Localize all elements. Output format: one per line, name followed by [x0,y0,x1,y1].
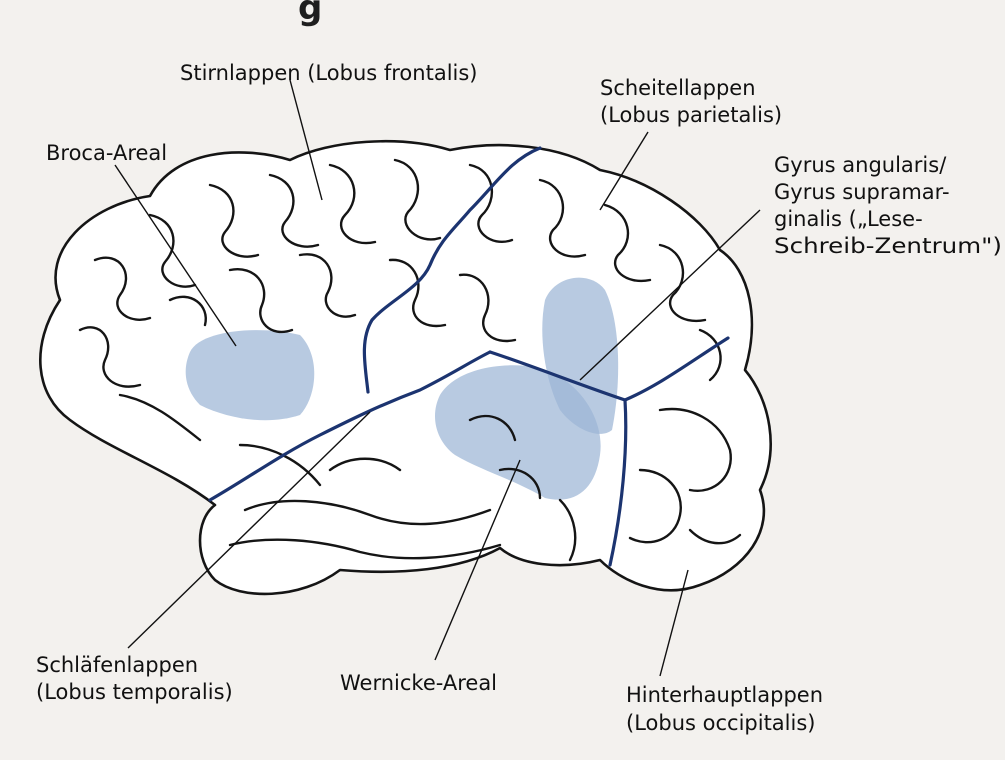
label-wernicke: Wernicke-Areal [340,671,497,695]
label-gyrus-line4: Schreib-Zentrum") [774,234,1002,258]
label-temporal-line1: Schläfenlappen [36,653,198,677]
label-temporal-line2: (Lobus temporalis) [36,680,233,704]
label-parietal-line2: (Lobus parietalis) [600,103,782,127]
label-gyrus-line2: Gyrus supramar- [774,180,950,204]
label-gyrus-line1: Gyrus angularis/ [774,153,947,177]
broca-area-highlight [186,330,315,420]
brain-outline [40,141,770,594]
label-occipital-line2: (Lobus occipitalis) [626,711,815,735]
label-frontal: Stirnlappen (Lobus frontalis) [180,61,478,85]
label-occipital-line1: Hinterhauptlappen [626,683,823,707]
label-broca: Broca-Areal [46,141,167,165]
label-gyrus-line3: ginalis („Lese- [774,207,923,231]
label-parietal-line1: Scheitellappen [600,76,756,100]
